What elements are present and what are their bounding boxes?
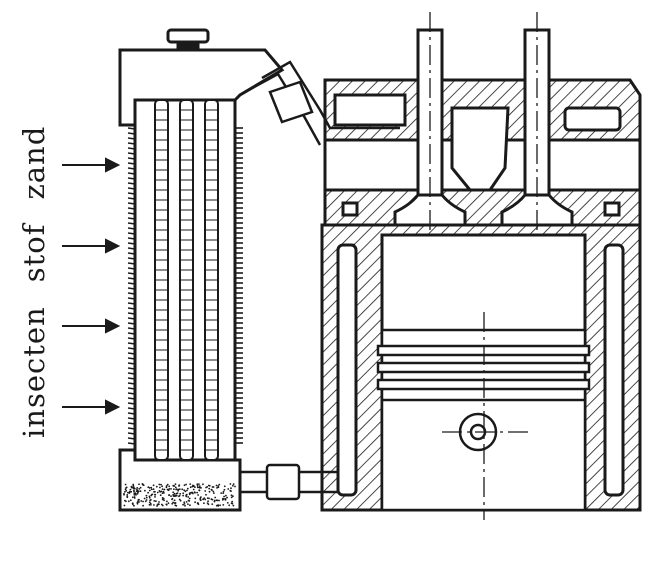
label-zand: zand <box>17 125 51 200</box>
center-lines <box>429 12 538 520</box>
label-insecten: insecten <box>17 306 51 438</box>
label-stof: stof <box>17 223 51 283</box>
cylinder-head <box>323 78 642 227</box>
radiator-tubes <box>154 99 219 461</box>
block-water-jacket-right <box>603 243 625 497</box>
radiator-sediment <box>123 483 236 507</box>
radiator <box>118 28 285 512</box>
incoming-arrows <box>62 157 121 415</box>
arrow-1 <box>62 157 121 173</box>
particle-labels: insecten stof zand <box>14 18 54 438</box>
intake-port <box>450 106 510 192</box>
arrow-3 <box>62 318 121 334</box>
block-water-jacket-left <box>336 243 358 497</box>
radiator-cap <box>166 28 210 44</box>
head-water-passage-left <box>333 93 407 127</box>
arrow-2 <box>62 238 121 254</box>
radiator-top-tank <box>118 48 285 127</box>
head-water-passage <box>563 106 622 132</box>
arrow-4 <box>62 399 121 415</box>
